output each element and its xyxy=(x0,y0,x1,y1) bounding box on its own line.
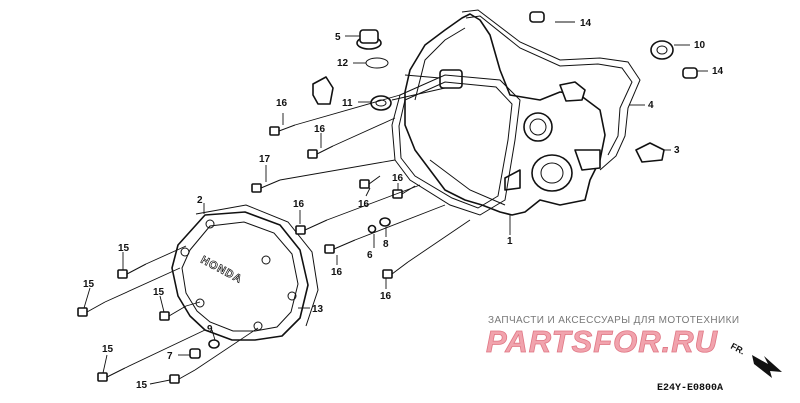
callout-15-c: 15 xyxy=(153,287,165,298)
callout-16-g: 16 xyxy=(380,291,392,302)
o-ring xyxy=(365,57,389,69)
callout-16-c: 16 xyxy=(293,199,305,210)
callout-6: 6 xyxy=(367,250,373,261)
bolt-16-a xyxy=(269,124,296,136)
callout-13: 13 xyxy=(312,304,324,315)
crankcase-gasket xyxy=(461,9,641,171)
callout-16-f: 16 xyxy=(392,173,404,184)
drawing-code: E24Y-E0800A xyxy=(657,383,723,394)
front-direction: FR. xyxy=(729,341,782,378)
washer-9 xyxy=(208,339,220,349)
callouts: 5 12 11 14 10 14 4 3 1 2 13 6 8 9 7 16 1… xyxy=(83,18,724,391)
bolt-16-g xyxy=(382,261,409,279)
clutch-cover: HONDA xyxy=(171,211,309,341)
callout-16-b: 16 xyxy=(314,124,326,135)
callout-15-d: 15 xyxy=(102,344,114,355)
callout-8: 8 xyxy=(383,239,389,250)
callout-14-upper: 14 xyxy=(580,18,592,29)
rubber-plug xyxy=(635,142,665,163)
watermark-brand: PARTSFOR.RU xyxy=(486,324,719,359)
cover-gasket xyxy=(195,204,319,327)
cover-gasket-ring xyxy=(391,74,521,216)
watermark-caption: ЗАПЧАСТИ И АКСЕССУАРЫ ДЛЯ МОТОТЕХНИКИ xyxy=(488,315,739,326)
bolt-17 xyxy=(251,179,281,193)
washer-7 xyxy=(189,348,201,359)
washer-8 xyxy=(379,217,391,227)
callout-7: 7 xyxy=(167,351,173,362)
bolt-16-c xyxy=(295,219,328,235)
callout-2: 2 xyxy=(197,195,203,206)
watermark: ЗАПЧАСТИ И АКСЕССУАРЫ ДЛЯ МОТОТЕХНИКИ PA… xyxy=(486,315,739,359)
callout-15-e: 15 xyxy=(136,380,148,391)
leader-lines xyxy=(83,21,708,385)
callout-15-b: 15 xyxy=(83,279,95,290)
bolt-15-a xyxy=(117,263,147,279)
bolt-16-b xyxy=(307,145,334,159)
callout-3: 3 xyxy=(674,145,680,156)
bolt-15-c xyxy=(159,305,187,321)
oil-filler-cap xyxy=(356,29,382,50)
bolt-15-b xyxy=(77,301,106,317)
bolt-16-d xyxy=(324,239,356,254)
callout-17: 17 xyxy=(259,154,271,165)
bearing-seal xyxy=(650,40,674,60)
dowel-pin-lower xyxy=(682,67,698,79)
bolt-16-e xyxy=(359,175,381,189)
callout-5: 5 xyxy=(335,32,341,43)
direction-label: FR. xyxy=(729,341,746,357)
callout-4: 4 xyxy=(648,100,654,111)
callout-16-d: 16 xyxy=(331,267,343,278)
crankcase-body xyxy=(404,13,606,216)
callout-16-e: 16 xyxy=(358,199,370,210)
callout-9: 9 xyxy=(207,324,213,335)
callout-15-a: 15 xyxy=(118,243,130,254)
callout-12: 12 xyxy=(337,58,349,69)
bolt-15-d xyxy=(97,367,126,382)
washer-6 xyxy=(367,224,377,234)
callout-16-a: 16 xyxy=(276,98,288,109)
bolt-15-e xyxy=(169,369,196,384)
dowel-pin-upper xyxy=(529,11,545,23)
callout-11: 11 xyxy=(342,98,353,109)
breather-bracket xyxy=(312,76,334,105)
direction-arrow-icon xyxy=(752,355,782,378)
callout-14-lower: 14 xyxy=(712,66,724,77)
callout-1: 1 xyxy=(507,236,513,247)
callout-10: 10 xyxy=(694,40,706,51)
